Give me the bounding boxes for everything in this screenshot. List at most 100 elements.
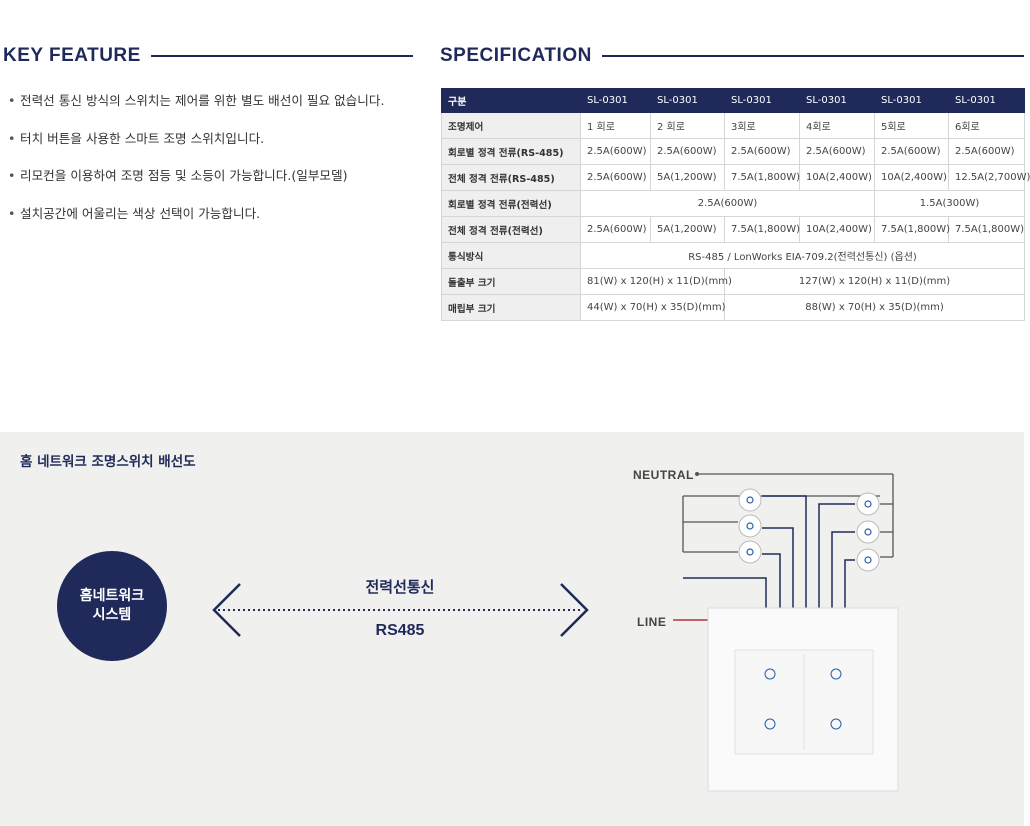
spec-header-cell: SL-0301 xyxy=(580,88,651,113)
spec-table: 구분 SL-0301 SL-0301 SL-0301 SL-0301 SL-03… xyxy=(441,88,1030,321)
bullet-icon: • xyxy=(8,168,16,183)
table-cell: 2.5A(600W) xyxy=(580,216,651,243)
system-label-line1: 홈네트워크 xyxy=(79,588,145,604)
spec-header-cell: 구분 xyxy=(441,88,581,113)
lamp-icon xyxy=(738,540,762,564)
key-feature-header: KEY FEATURE xyxy=(3,44,413,68)
table-row: 조명제어 1 회로 2 회로 3회로 4회로 5회로 6회로 xyxy=(441,112,1025,139)
table-row: 매립부 크기 44(W) x 70(H) x 35(D)(mm) 88(W) x… xyxy=(441,294,1025,321)
feature-text: 터치 버튼을 사용한 스마트 조명 스위치입니다. xyxy=(20,130,265,146)
table-cell: 2.5A(600W) xyxy=(724,138,800,165)
rs485-label: RS485 xyxy=(375,622,425,639)
key-feature-rule xyxy=(150,55,413,57)
lamp-icon xyxy=(856,548,880,572)
table-cell: 5회로 xyxy=(874,112,949,139)
table-cell: RS-485 / LonWorks EIA-709.2(전력선통신) (옵션) xyxy=(580,242,1025,269)
row-label: 전체 정격 전류(RS-485) xyxy=(441,164,581,191)
row-label: 통식방식 xyxy=(441,242,581,269)
table-cell: 1 회로 xyxy=(580,112,651,139)
table-cell: 2.5A(600W) xyxy=(799,138,875,165)
table-cell: 6회로 xyxy=(948,112,1025,139)
table-row: 회로별 정격 전류(RS-485) 2.5A(600W) 2.5A(600W) … xyxy=(441,138,1025,165)
table-cell: 2.5A(600W) xyxy=(948,138,1025,165)
feature-text: 리모컨을 이용하여 조명 점등 및 소등이 가능합니다.(일부모델) xyxy=(20,168,348,183)
table-cell: 10A(2,400W) xyxy=(799,164,875,191)
feature-text: 전력선 통신 방식의 스위치는 제어를 위한 별도 배선이 필요 없습니다. xyxy=(20,93,385,108)
table-cell: 1.5A(300W) xyxy=(874,190,1025,217)
table-cell: 7.5A(1,800W) xyxy=(874,216,950,243)
specification-title: SPECIFICATION xyxy=(440,45,592,66)
table-cell: 12.5A(2,700W) xyxy=(948,164,1030,191)
table-cell: 4회로 xyxy=(799,112,875,139)
lamp-icon xyxy=(856,492,880,516)
table-cell: 5A(1,200W) xyxy=(650,216,725,243)
feature-item: • 리모컨을 이용하여 조명 점등 및 소등이 가능합니다.(일부모델) xyxy=(8,167,384,205)
specification-rule xyxy=(601,55,1024,57)
feature-item: •터치 버튼을 사용한 스마트 조명 스위치입니다. xyxy=(8,130,384,168)
line-label: LINE xyxy=(637,615,666,629)
switch-plate xyxy=(707,607,899,792)
table-cell: 44(W) x 70(H) x 35(D)(mm) xyxy=(580,294,726,321)
table-cell: 2.5A(600W) xyxy=(580,138,651,165)
home-network-system-circle: 홈네트워크 시스템 xyxy=(57,551,167,661)
spec-header-row: 구분 SL-0301 SL-0301 SL-0301 SL-0301 SL-03… xyxy=(441,88,1025,113)
table-row: 전체 정격 전류(RS-485) 2.5A(600W) 5A(1,200W) 7… xyxy=(441,164,1030,191)
lamp-icons xyxy=(738,488,880,572)
feature-text: 설치공간에 어울리는 색상 선택이 가능합니다. xyxy=(20,205,261,221)
row-label: 조명제어 xyxy=(441,112,581,139)
spec-header-cell: SL-0301 xyxy=(799,88,875,113)
table-cell: 3회로 xyxy=(724,112,800,139)
load-wires xyxy=(683,495,855,608)
spec-header-cell: SL-0301 xyxy=(874,88,949,113)
table-row: 전체 정격 전류(전력선) 2.5A(600W) 5A(1,200W) 7.5A… xyxy=(441,216,1025,243)
table-row: 돌출부 크기 81(W) x 120(H) x 11(D)(mm) 127(W)… xyxy=(441,268,1025,295)
neutral-wire xyxy=(682,472,894,558)
touch-button-icon xyxy=(830,718,842,730)
table-cell: 10A(2,400W) xyxy=(799,216,875,243)
diagram-title: 홈 네트워크 조명스위치 배선도 xyxy=(20,454,196,470)
table-cell: 5A(1,200W) xyxy=(650,164,725,191)
table-cell: 2.5A(600W) xyxy=(650,138,725,165)
table-row: 회로별 정격 전류(전력선) 2.5A(600W) 1.5A(300W) xyxy=(441,190,1025,217)
specification-header: SPECIFICATION xyxy=(440,44,1024,68)
plc-label: 전력선통신 xyxy=(365,578,435,596)
lamp-icon xyxy=(738,488,762,512)
table-cell: 2 회로 xyxy=(650,112,725,139)
bidirectional-arrow-icon xyxy=(212,583,589,637)
bullet-icon: • xyxy=(8,130,16,146)
touch-button-icon xyxy=(764,668,776,680)
bullet-icon: • xyxy=(8,93,16,108)
touch-button-icon xyxy=(764,718,776,730)
table-cell: 7.5A(1,800W) xyxy=(948,216,1025,243)
system-label-line2: 시스템 xyxy=(92,607,132,623)
table-cell: 81(W) x 120(H) x 11(D)(mm) xyxy=(580,268,732,295)
key-feature-list: •전력선 통신 방식의 스위치는 제어를 위한 별도 배선이 필요 없습니다. … xyxy=(8,92,384,242)
table-cell: 7.5A(1,800W) xyxy=(724,216,800,243)
row-label: 전체 정격 전류(전력선) xyxy=(441,216,581,243)
row-label: 회로별 정격 전류(전력선) xyxy=(441,190,581,217)
wiring-diagram-section: 홈 네트워크 조명스위치 배선도 홈네트워크 시스템 전력선통신 RS485 xyxy=(0,432,1024,826)
spec-header-cell: SL-0301 xyxy=(948,88,1025,113)
feature-item: •설치공간에 어울리는 색상 선택이 가능합니다. xyxy=(8,205,384,243)
table-cell: 2.5A(600W) xyxy=(580,190,875,217)
lamp-icon xyxy=(738,514,762,538)
row-label: 매립부 크기 xyxy=(441,294,581,321)
row-label: 돌출부 크기 xyxy=(441,268,581,295)
neutral-label: NEUTRAL xyxy=(633,468,694,482)
spec-header-cell: SL-0301 xyxy=(650,88,725,113)
table-cell: 7.5A(1,800W) xyxy=(724,164,800,191)
wiring-svg: NEUTRAL LINE xyxy=(212,468,899,792)
spec-header-cell: SL-0301 xyxy=(724,88,800,113)
feature-item: • 전력선 통신 방식의 스위치는 제어를 위한 별도 배선이 필요 없습니다. xyxy=(8,92,384,130)
key-feature-title: KEY FEATURE xyxy=(3,45,141,66)
table-cell: 127(W) x 120(H) x 11(D)(mm) xyxy=(724,268,1025,295)
touch-button-icon xyxy=(830,668,842,680)
lamp-icon xyxy=(856,520,880,544)
table-cell: 2.5A(600W) xyxy=(874,138,949,165)
table-cell: 10A(2,400W) xyxy=(874,164,949,191)
table-cell: 2.5A(600W) xyxy=(580,164,651,191)
table-row: 통식방식 RS-485 / LonWorks EIA-709.2(전력선통신) … xyxy=(441,242,1025,269)
bullet-icon: • xyxy=(8,205,16,221)
row-label: 회로별 정격 전류(RS-485) xyxy=(441,138,581,165)
table-cell: 88(W) x 70(H) x 35(D)(mm) xyxy=(724,294,1025,321)
